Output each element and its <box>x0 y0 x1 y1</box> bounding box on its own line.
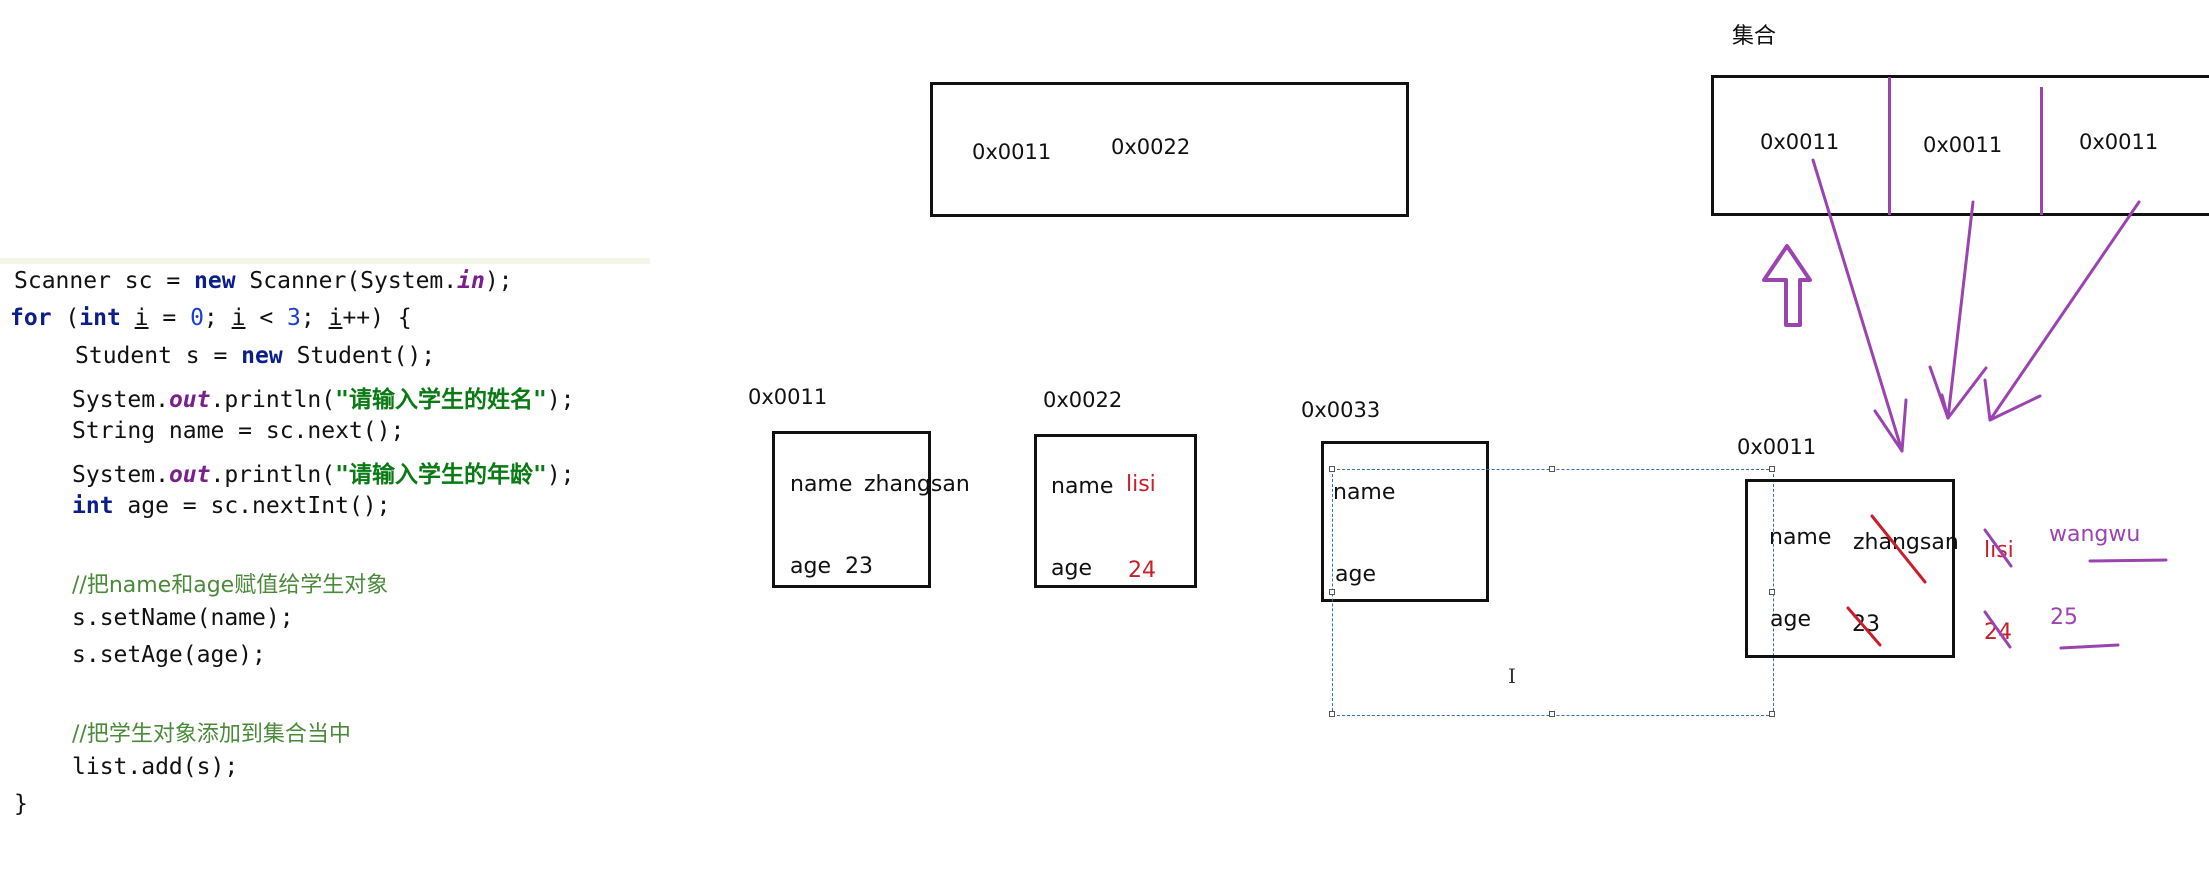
selection-handle-s[interactable] <box>1549 711 1555 717</box>
code-line-13: } <box>14 791 28 817</box>
collection-divider-2 <box>2040 87 2043 215</box>
selection-handle-nw[interactable] <box>1329 466 1335 472</box>
code-line-2: for (int i = 0; i < 3; i++) { <box>10 305 412 331</box>
collection-cell-3: 0x0011 <box>2079 130 2159 154</box>
top-array-addr-2: 0x0022 <box>1111 135 1191 159</box>
object-2-name-label: name <box>1051 474 1114 499</box>
selection-handle-ne[interactable] <box>1769 466 1775 472</box>
selection-handle-e[interactable] <box>1769 589 1775 595</box>
code-line-12: list.add(s); <box>72 754 239 780</box>
strike-24 <box>1983 610 2012 649</box>
underline-wangwu <box>2088 558 2168 563</box>
code-line-3: Student s = new Student(); <box>75 343 436 369</box>
object-1-address: 0x0011 <box>748 385 828 409</box>
code-line-7: int age = sc.nextInt(); <box>72 493 391 519</box>
text-cursor-icon: I <box>1508 664 1516 688</box>
selection-handle-sw[interactable] <box>1329 711 1335 717</box>
up-arrow-icon <box>1762 244 1812 327</box>
code-panel: Scanner sc = new Scanner(System.in); for… <box>0 0 660 881</box>
code-line-6: System.out.println("请输入学生的年龄"); <box>72 462 575 488</box>
code-line-1: Scanner sc = new Scanner(System.in); <box>14 268 513 294</box>
overwrite-age-2: 25 <box>2050 605 2078 630</box>
object-3-address: 0x0033 <box>1301 398 1381 422</box>
strike-lisi <box>1983 528 2013 568</box>
object-3-age-label: age <box>1335 562 1376 587</box>
arrow-3-head <box>1983 378 2042 422</box>
object-1-age-label: age <box>790 554 831 579</box>
top-array-addr-1: 0x0011 <box>972 140 1052 164</box>
selection-handle-se[interactable] <box>1769 711 1775 717</box>
collection-title: 集合 <box>1732 24 1777 49</box>
object-1-name-value: zhangsan <box>864 472 970 497</box>
object-2-address: 0x0022 <box>1043 388 1123 412</box>
underline-25 <box>2059 643 2120 650</box>
object-1-box <box>772 431 931 588</box>
shared-object-name-value: zhangsan <box>1853 530 1959 555</box>
collection-cell-1: 0x0011 <box>1760 130 1840 154</box>
overwrite-name-2: wangwu <box>2049 522 2141 547</box>
object-3-box <box>1321 441 1489 602</box>
code-line-4: System.out.println("请输入学生的姓名"); <box>72 387 575 413</box>
object-2-name-value: lisi <box>1126 472 1156 497</box>
code-line-9: s.setName(name); <box>72 605 294 631</box>
object-2-age-label: age <box>1051 556 1092 581</box>
code-comment-2: //把学生对象添加到集合当中 <box>72 722 351 747</box>
selection-handle-n[interactable] <box>1549 466 1555 472</box>
highlight-bar <box>0 258 650 264</box>
shared-object-address: 0x0011 <box>1737 435 1817 459</box>
strike-zhangsan <box>1870 514 1927 584</box>
shared-object-age-label: age <box>1770 607 1811 632</box>
object-3-name-label: name <box>1333 480 1396 505</box>
code-line-10: s.setAge(age); <box>72 642 266 668</box>
collection-cell-2: 0x0011 <box>1923 133 2003 157</box>
arrow-1-head <box>1873 398 1908 453</box>
code-line-5: String name = sc.next(); <box>72 418 405 444</box>
collection-box <box>1711 75 2209 216</box>
selection-handle-w[interactable] <box>1329 589 1335 595</box>
object-2-box <box>1034 434 1197 588</box>
collection-divider-1 <box>1888 77 1891 215</box>
object-2-age-value: 24 <box>1128 558 1156 583</box>
arrow-2-head <box>1928 365 1988 420</box>
shared-object-name-label: name <box>1769 525 1832 550</box>
code-comment-1: //把name和age赋值给学生对象 <box>72 573 389 598</box>
arrow-3-line <box>1988 200 2141 422</box>
strike-23 <box>1846 606 1882 647</box>
object-1-name-label: name <box>790 472 853 497</box>
arrow-2-line <box>1946 200 1975 420</box>
top-array-box <box>930 82 1409 217</box>
shared-object-box <box>1745 479 1955 658</box>
arrow-1-line <box>1811 158 1904 453</box>
object-1-age-value: 23 <box>845 554 873 579</box>
